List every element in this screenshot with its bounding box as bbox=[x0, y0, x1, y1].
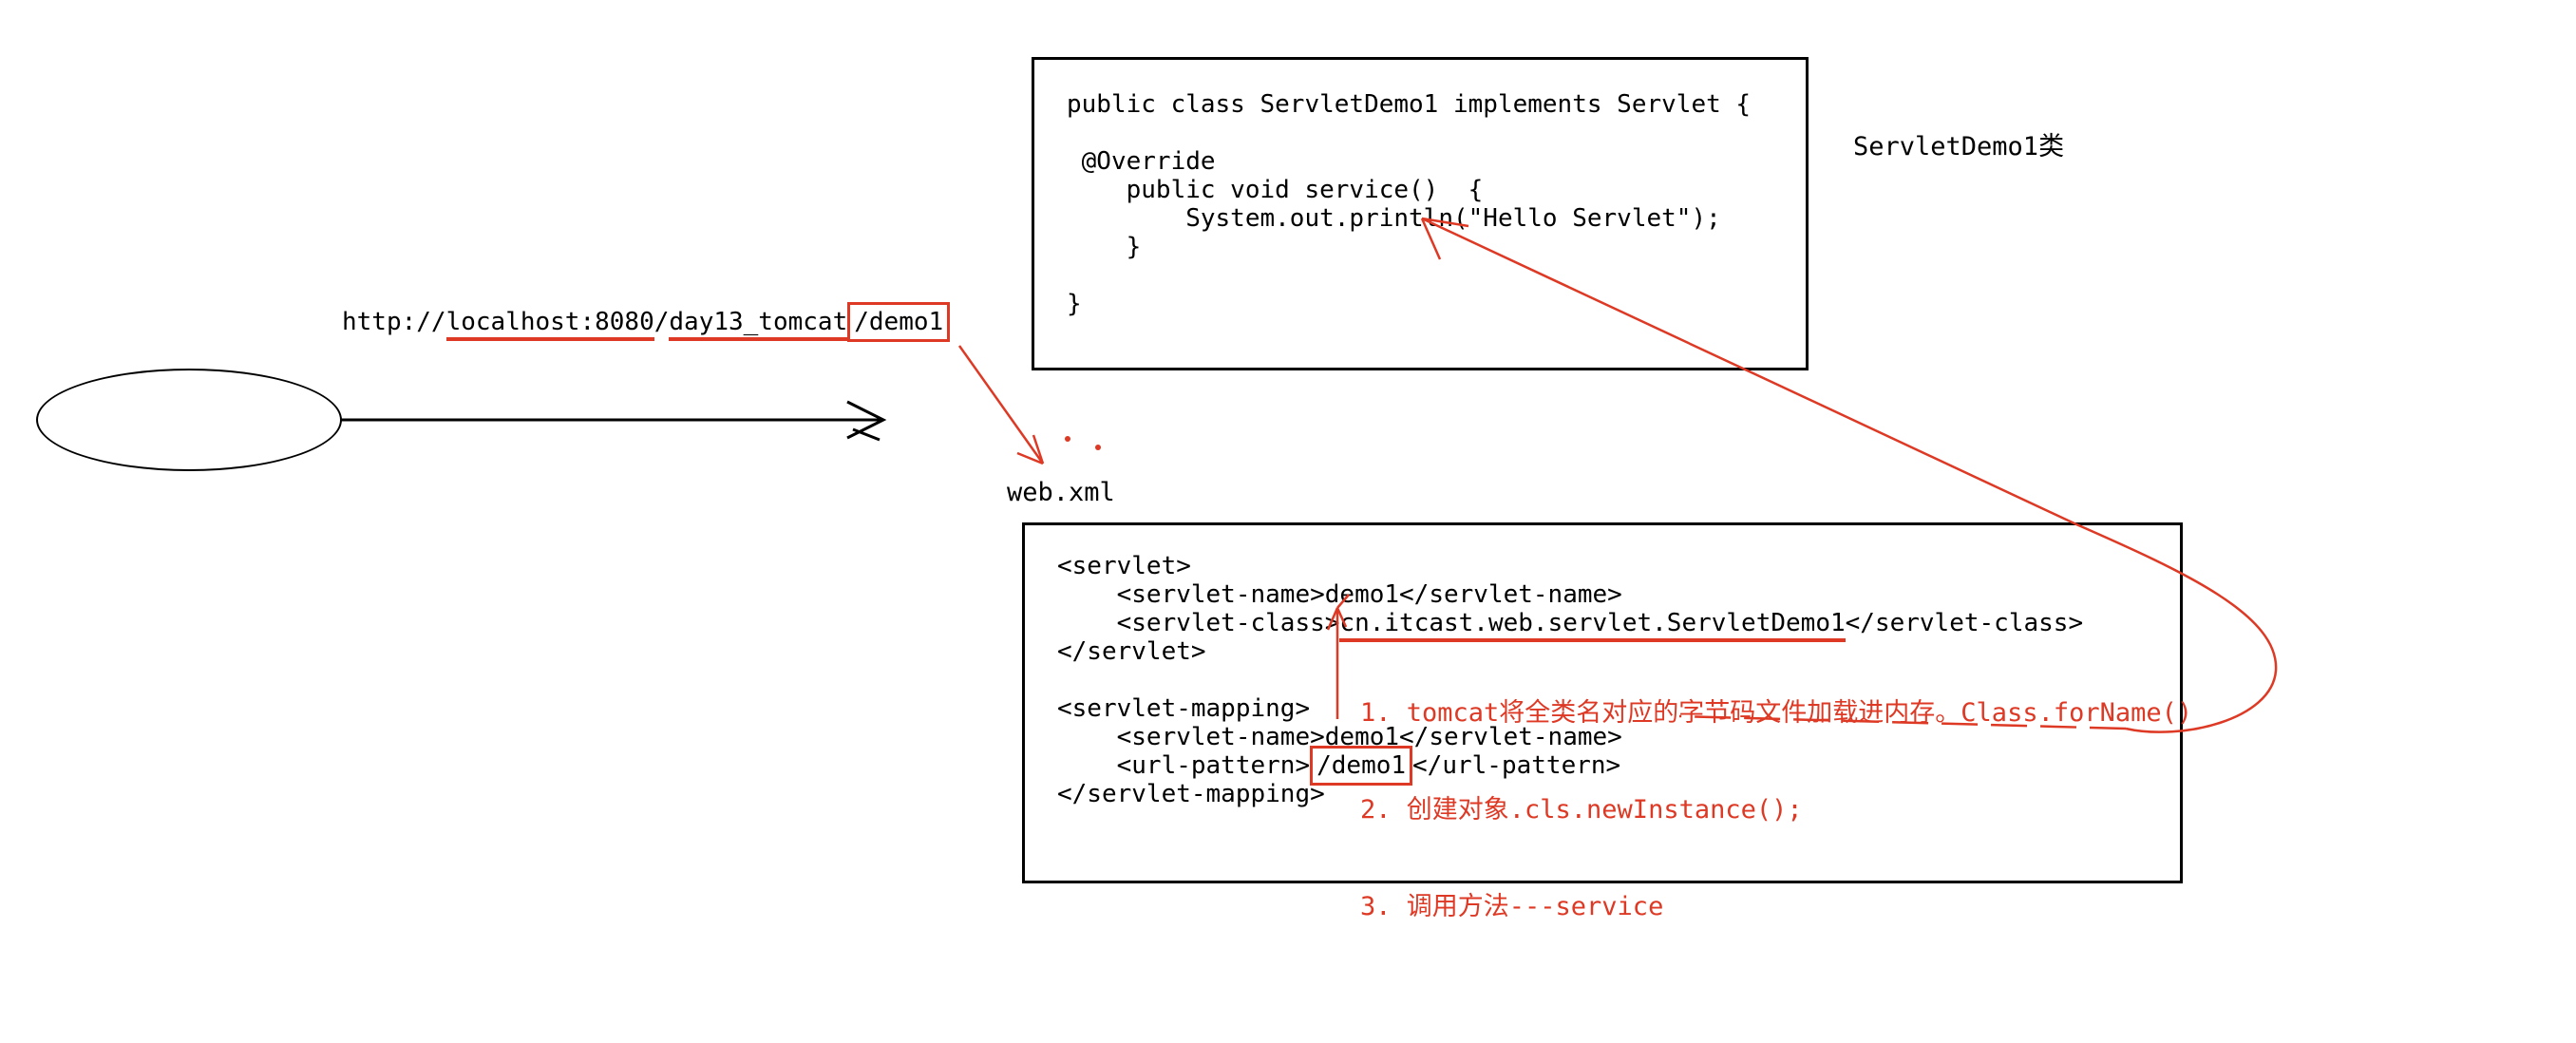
url-app-path: day13_tomcat bbox=[669, 308, 848, 341]
servlet-class-tag-open: <servlet-class> bbox=[1057, 609, 1340, 637]
request-arrow bbox=[340, 400, 887, 442]
connector-arrow-head bbox=[1016, 434, 1045, 465]
code-line: @Override bbox=[1067, 147, 1216, 176]
xml-line: </servlet> bbox=[1057, 637, 1206, 666]
code-line: public void service() { bbox=[1067, 176, 1484, 204]
servlet-class-name-label: ServletDemo1类 bbox=[1853, 132, 2065, 161]
red-dot bbox=[1065, 436, 1070, 442]
url-host: localhost:8080 bbox=[445, 308, 654, 341]
url-to-webxml-connector bbox=[957, 345, 1045, 465]
code-line: } bbox=[1067, 290, 1082, 318]
code-line: public class ServletDemo1 implements Ser… bbox=[1067, 90, 1752, 119]
xml-line: <servlet-name>demo1</servlet-name> bbox=[1057, 580, 1622, 609]
annotation-step-3: 3. 调用方法---service bbox=[1360, 892, 1664, 921]
url-pattern-tag-close: </url-pattern> bbox=[1412, 751, 1621, 780]
request-arrow-head-extra-stroke bbox=[852, 427, 881, 442]
xml-line: </servlet-mapping> bbox=[1057, 780, 1325, 808]
url-resource-highlight: /demo1 bbox=[847, 302, 951, 342]
annotation-step-1: 1. tomcat将全类名对应的字节码文件加载进内存。Class.forName… bbox=[1360, 698, 2193, 728]
annotation-step-2: 2. 创建对象.cls.newInstance(); bbox=[1360, 795, 1803, 825]
xml-line: <servlet> bbox=[1057, 552, 1191, 580]
connector-line bbox=[957, 345, 1045, 465]
url-pattern-tag-open: <url-pattern> bbox=[1057, 751, 1311, 780]
request-url: http://localhost:8080/day13_tomcat/demo1 bbox=[342, 302, 951, 342]
tomcat-steps-annotation: 1. tomcat将全类名对应的字节码文件加载进内存。Class.forName… bbox=[1360, 633, 2192, 988]
url-separator: / bbox=[653, 308, 670, 336]
url-protocol: http:// bbox=[342, 308, 446, 336]
xml-line: <servlet-mapping> bbox=[1057, 694, 1311, 723]
browser-ellipse bbox=[36, 369, 342, 471]
stray-red-dots bbox=[1065, 436, 1101, 450]
code-line: } bbox=[1067, 233, 1142, 261]
code-line bbox=[1067, 261, 1806, 290]
request-arrow-head bbox=[846, 400, 887, 440]
url-pattern-value-highlight: /demo1 bbox=[1310, 746, 1413, 786]
red-dot bbox=[1095, 445, 1101, 450]
code-line: System.out.println("Hello Servlet"); bbox=[1067, 204, 1721, 233]
web-xml-label: web.xml bbox=[1007, 478, 1115, 507]
xml-line-url-pattern: <url-pattern>/demo1</url-pattern> bbox=[1057, 746, 2180, 786]
code-line bbox=[1067, 119, 1806, 147]
servlet-java-code-box: public class ServletDemo1 implements Ser… bbox=[1032, 57, 1809, 370]
